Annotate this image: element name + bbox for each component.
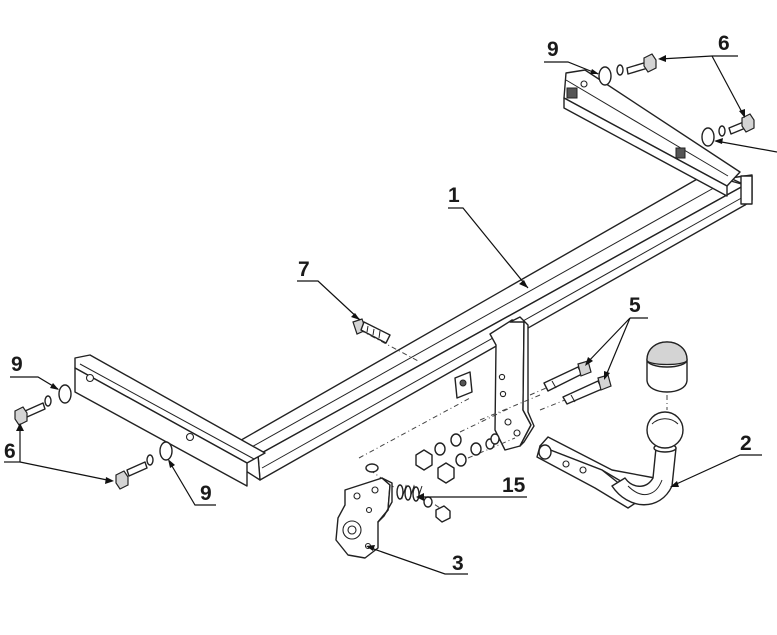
spring-assembly [396, 484, 451, 523]
label-main-frame: 1 [448, 184, 460, 207]
label-bolt-top-right: 6 [718, 32, 730, 55]
label-washer-bottom-left: 9 [200, 482, 212, 505]
left-side-arm [74, 354, 266, 487]
label-ball-neck: 2 [740, 432, 752, 455]
callout-labels: 1 2 3 5 6 6 7 9 9 9 15 [4, 32, 752, 575]
right-bolts [543, 360, 612, 405]
bracket-fasteners [365, 433, 500, 484]
ball-neck [536, 411, 684, 509]
label-socket-plate: 3 [452, 552, 464, 575]
ball-cap [646, 341, 688, 393]
mounting-bracket [454, 316, 535, 451]
label-washer-top-left: 9 [547, 38, 559, 61]
label-bolt-left: 6 [4, 440, 16, 463]
label-washer-left: 9 [11, 353, 23, 376]
label-spring-assembly: 15 [502, 474, 526, 497]
label-bolts-right: 5 [629, 294, 641, 317]
center-bolt [352, 318, 391, 344]
top-right-fasteners [598, 53, 755, 147]
left-fasteners [14, 384, 173, 490]
socket-plate [335, 477, 393, 559]
right-side-arm [563, 69, 741, 197]
label-center-bolt: 7 [298, 258, 310, 281]
leader-lines [4, 55, 777, 575]
